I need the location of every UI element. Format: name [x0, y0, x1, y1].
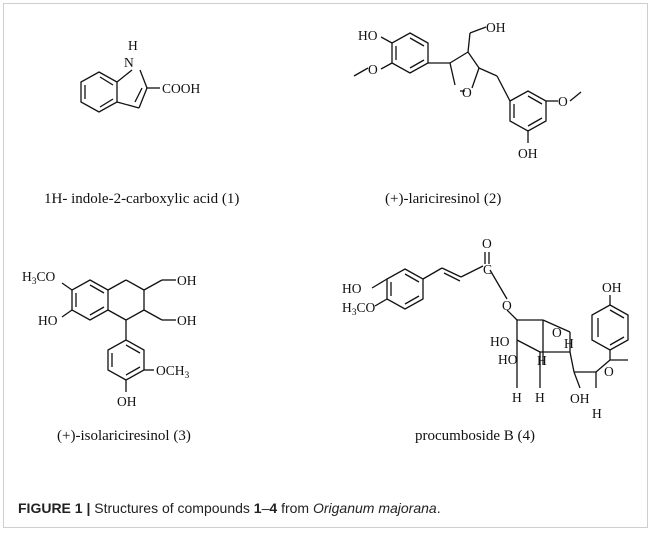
c4-h2-label: H	[537, 353, 547, 368]
c4-carbonyl-c-label: C	[483, 262, 492, 277]
c3-ho-label: HO	[38, 313, 58, 328]
c4-ho2-label: HO	[498, 352, 518, 367]
compound-1-structure	[80, 69, 160, 113]
c4-ester-o-label: O	[502, 298, 512, 313]
caption-end: .	[436, 500, 441, 516]
caption-text-2: from	[277, 500, 313, 516]
c4-ho-label: HO	[342, 281, 362, 296]
c4-glyco-o-label: O	[604, 364, 614, 379]
compound-1-name: 1H- indole-2-carboxylic acid (1)	[44, 191, 240, 207]
c4-oh1-label: OH	[570, 391, 590, 406]
figure-frame	[3, 3, 648, 528]
c4-ho1-label: HO	[490, 334, 510, 349]
c2-o-methoxy-right-label: O	[558, 94, 568, 109]
c3-och3-label: OCH3	[156, 363, 190, 381]
c2-o-methoxy-label: O	[368, 62, 378, 77]
c4-phenol-oh-label: OH	[602, 280, 622, 295]
c3-oh2-label: OH	[177, 313, 197, 328]
compound-3-structure	[61, 279, 176, 392]
caption-species: Origanum majorana	[312, 500, 437, 516]
c4-h3-label: H	[512, 390, 522, 405]
c1-cooh-label: COOH	[162, 81, 201, 96]
figure-label: FIGURE 1 |	[18, 500, 91, 516]
compound-3-name: (+)-isolariciresinol (3)	[57, 428, 191, 444]
c2-o-ring-label: O	[462, 85, 472, 100]
c4-oh2-label: H	[592, 406, 602, 421]
c1-n-label: N	[124, 55, 134, 70]
c4-carbonyl-o-label: O	[482, 236, 492, 251]
c3-oh1-label: OH	[177, 273, 197, 288]
c3-oh-bottom-label: OH	[117, 394, 137, 409]
compound-2-name: (+)-lariciresinol (2)	[385, 191, 502, 207]
caption-text-1: Structures of compounds	[90, 500, 254, 516]
caption-dash: –	[261, 500, 270, 516]
c4-h4-label: H	[535, 390, 545, 405]
c4-h1-label: H	[564, 336, 574, 351]
c2-oh-top-label: OH	[486, 20, 506, 35]
figure-caption: FIGURE 1 | Structures of compounds 1–4 f…	[18, 500, 441, 516]
caption-range-start: 1	[253, 500, 262, 516]
compound-4-structure	[371, 252, 629, 389]
c3-h3co-label: H3CO	[22, 269, 56, 287]
c2-ho-label: HO	[358, 28, 378, 43]
compound-2-structure	[353, 26, 582, 143]
c4-ring-o-label: O	[552, 325, 562, 340]
compound-4-name: procumboside B (4)	[415, 428, 535, 444]
c1-h-label: H	[128, 38, 138, 53]
caption-range-end: 4	[269, 500, 278, 516]
c2-oh-bottom-label: OH	[518, 146, 538, 161]
c4-h3co-label: H3CO	[342, 300, 376, 318]
